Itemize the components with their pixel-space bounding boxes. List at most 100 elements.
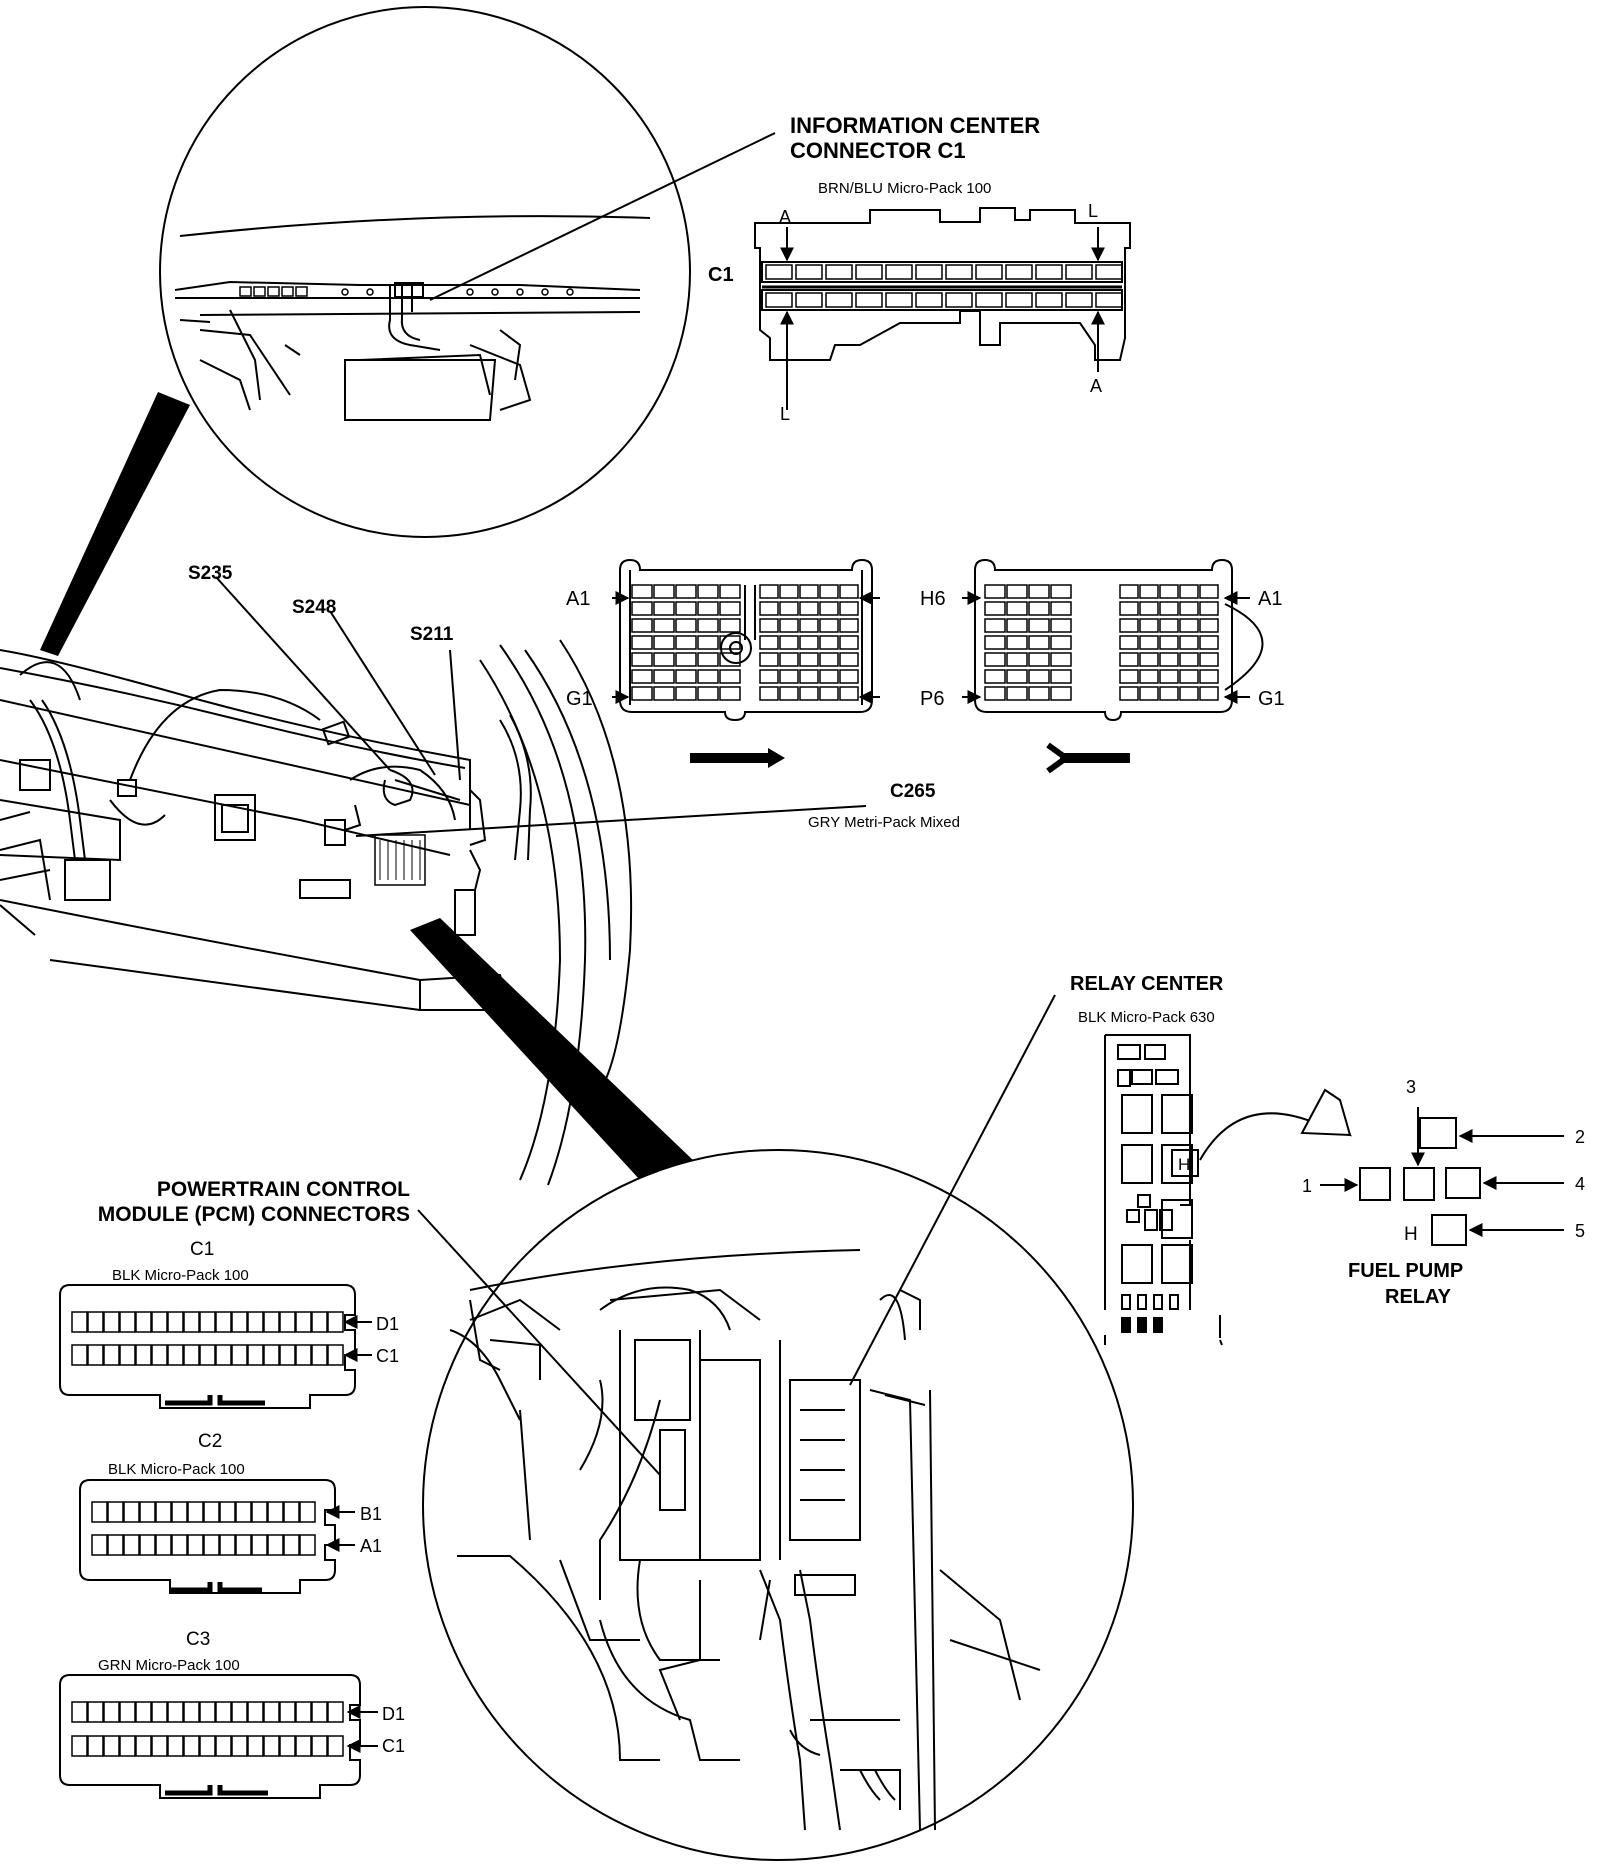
connector-pin: [1006, 652, 1028, 667]
connector-pin: [263, 1311, 280, 1333]
connector-pin: [779, 635, 799, 650]
connector-pin: [915, 264, 943, 280]
connector-pin: [1119, 618, 1139, 633]
info-center-label-c1: C1: [708, 264, 734, 286]
c265-connector-right: [962, 558, 1264, 722]
connector-pin: [311, 1344, 328, 1366]
connector-pin: [327, 1735, 344, 1757]
connector-pin: [1028, 618, 1050, 633]
connector-pin: [283, 1534, 300, 1556]
pcm-title-1: POWERTRAIN CONTROL: [157, 1178, 410, 1201]
connector-pin: [1035, 264, 1063, 280]
connector-pin: [1050, 669, 1072, 684]
connector-pin: [1119, 652, 1139, 667]
connector-pin: [984, 669, 1006, 684]
connector-pin: [283, 1501, 300, 1523]
labels: INFORMATION CENTER CONNECTOR C1 BRN/BLU …: [98, 113, 1585, 1756]
connector-pin: [123, 1501, 140, 1523]
connector-pin: [799, 618, 819, 633]
connector-pin: [885, 264, 913, 280]
connector-pin: [155, 1501, 172, 1523]
connector-pin: [839, 652, 859, 667]
pcm-leader: [417, 1209, 661, 1476]
connector-pin: [1139, 584, 1159, 599]
connector-pin: [1028, 652, 1050, 667]
connector-pin: [799, 686, 819, 701]
connector-pin: [151, 1701, 168, 1723]
connector-pin: [719, 669, 741, 684]
connector-pin: [1139, 635, 1159, 650]
connector-pin: [219, 1534, 236, 1556]
connector-pin: [135, 1344, 152, 1366]
connector-pin: [631, 635, 653, 650]
connector-pin: [215, 1311, 232, 1333]
pin-l-bottom: L: [780, 404, 790, 424]
pcm-c3-subtitle: GRN Micro-Pack 100: [98, 1657, 240, 1674]
pcm-c2-name: C2: [198, 1431, 222, 1452]
connector-pin: [839, 584, 859, 599]
connector-pin: [1199, 669, 1219, 684]
connector-pin: [279, 1311, 296, 1333]
connector-pin: [631, 669, 653, 684]
connector-pin: [1139, 686, 1159, 701]
s248-leader: [329, 610, 436, 776]
relay-center-leader: [849, 994, 1056, 1386]
info-center-subtitle: BRN/BLU Micro-Pack 100: [818, 180, 991, 197]
connector-pin: [719, 652, 741, 667]
lower-leader-left: [457, 1555, 660, 1761]
connector-pin: [631, 601, 653, 616]
connector-pin: [675, 686, 697, 701]
connector-pin: [247, 1735, 264, 1757]
connector-pin: [1139, 601, 1159, 616]
connector-pin: [819, 584, 839, 599]
pcm-connector-c1: [59, 1284, 372, 1409]
connector-pin: [1028, 686, 1050, 701]
pcm-c1-pin-bottom: C1: [376, 1346, 399, 1366]
connector-pin: [1179, 635, 1199, 650]
pcm-connector-c2: [79, 1479, 355, 1594]
connector-pin: [719, 618, 741, 633]
connector-pin: [71, 1735, 88, 1757]
connector-pin: [235, 1501, 252, 1523]
connector-pin: [1050, 601, 1072, 616]
connector-pin: [915, 292, 943, 308]
connector-pin: [1095, 264, 1123, 280]
c265-pin-p6: P6: [920, 688, 944, 710]
connector-pin: [251, 1501, 268, 1523]
connector-pin: [107, 1534, 124, 1556]
connector-pin: [839, 669, 859, 684]
connector-pin: [1065, 292, 1093, 308]
connector-pin: [171, 1534, 188, 1556]
connector-pin: [91, 1534, 108, 1556]
connector-pin: [819, 601, 839, 616]
info-center-leader: [429, 132, 776, 301]
connector-pin: [119, 1735, 136, 1757]
connector-pin: [183, 1344, 200, 1366]
connector-pin: [975, 264, 1003, 280]
connector-pin: [819, 652, 839, 667]
connector-pin: [945, 292, 973, 308]
relay-center-subtitle: BLK Micro-Pack 630: [1078, 1009, 1215, 1026]
connector-pin: [183, 1701, 200, 1723]
connector-pin: [119, 1344, 136, 1366]
connector-pin: [975, 292, 1003, 308]
connector-pin: [984, 584, 1006, 599]
relay-center-block: [1104, 1034, 1223, 1346]
fuel-pump-name-2: RELAY: [1385, 1286, 1452, 1308]
connector-pin: [1028, 635, 1050, 650]
connector-pin: [779, 618, 799, 633]
connector-pin: [653, 669, 675, 684]
connector-pin: [103, 1311, 120, 1333]
connector-pin: [203, 1534, 220, 1556]
dash-curves: [479, 639, 633, 1186]
connector-pin: [299, 1534, 316, 1556]
connector-pin: [1199, 601, 1219, 616]
pin-a-bottom: A: [1090, 376, 1102, 396]
relay-curved-arrow: [1199, 1112, 1321, 1161]
connector-pin: [759, 618, 779, 633]
connector-pin: [719, 635, 741, 650]
connector-pin: [187, 1534, 204, 1556]
connector-pin: [839, 635, 859, 650]
connector-pin: [295, 1735, 312, 1757]
